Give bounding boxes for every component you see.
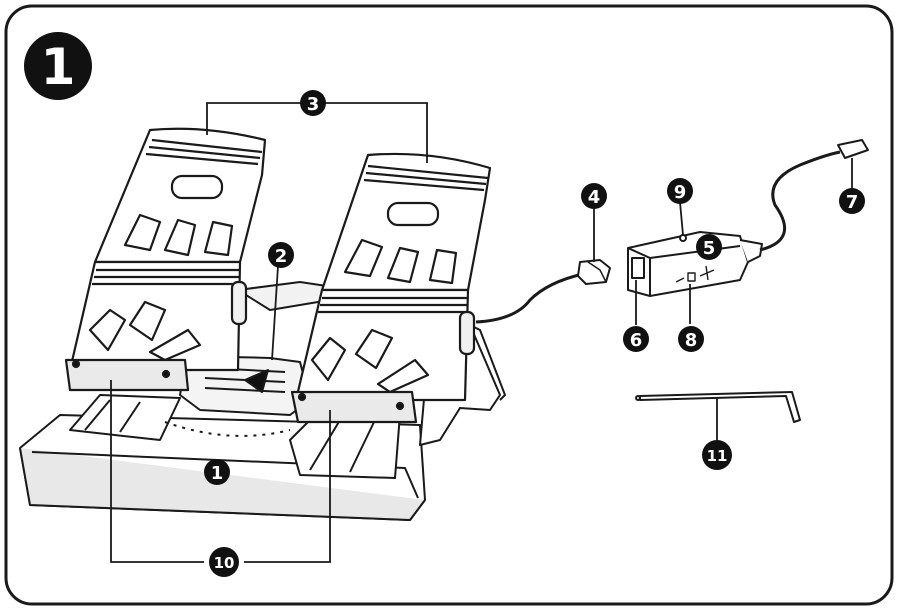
callout-6-text: 6 (630, 330, 643, 351)
callout-1-text: 1 (211, 463, 224, 484)
callout-7-text: 7 (846, 192, 859, 213)
callout-11-text: 11 (707, 447, 728, 465)
callout-9: 9 (667, 178, 693, 204)
figure-number-badge: 1 (24, 32, 92, 100)
callout-8: 8 (678, 326, 704, 352)
callout-4-text: 4 (588, 187, 601, 208)
mode-switch (688, 273, 695, 281)
callout-10-text: 10 (214, 554, 235, 572)
callout-8-text: 8 (685, 330, 698, 351)
callout-2: 2 (268, 242, 294, 268)
led-indicator (680, 235, 686, 241)
figure-number-text: 1 (41, 38, 76, 96)
callout-7: 7 (839, 188, 865, 214)
callout-2-text: 2 (275, 246, 288, 267)
callout-11: 11 (702, 440, 732, 470)
callout-5: 5 (696, 234, 722, 260)
callout-4: 4 (581, 183, 607, 209)
callout-10: 10 (209, 547, 239, 577)
callout-5-text: 5 (703, 238, 716, 259)
callout-6: 6 (623, 326, 649, 352)
callout-3-text: 3 (307, 94, 320, 115)
callout-1: 1 (204, 459, 230, 485)
adapter-rj12-port (632, 258, 644, 278)
callout-9-text: 9 (674, 182, 687, 203)
callout-3: 3 (300, 90, 326, 116)
